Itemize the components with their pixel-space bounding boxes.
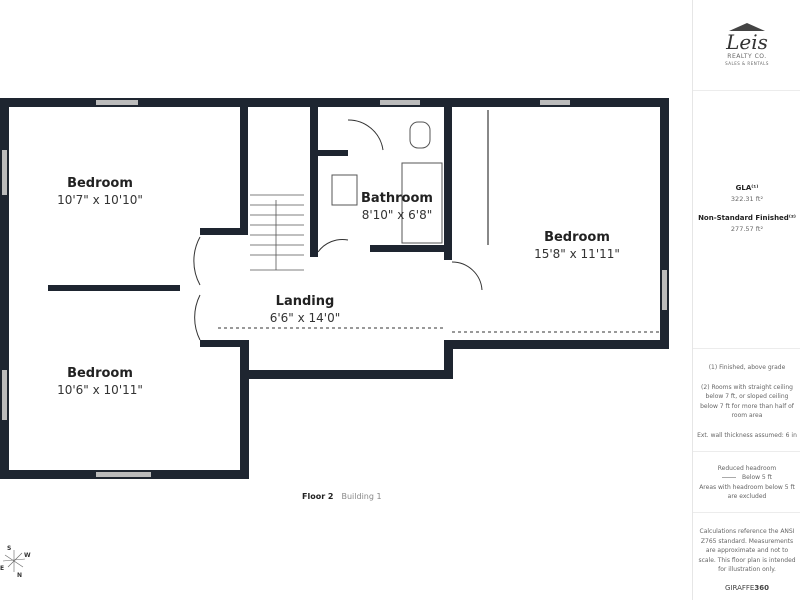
room-dims: 8'10" x 6'8"	[362, 208, 433, 222]
wall-left-block-right	[240, 340, 249, 479]
door-arc	[451, 261, 483, 291]
room-name: Bedroom	[67, 366, 133, 381]
note-3: Ext. wall thickness assumed: 6 in	[697, 431, 797, 439]
window	[662, 270, 667, 310]
door-arc	[347, 119, 384, 151]
wall-bedroom1-stair	[240, 107, 248, 235]
notes-section: (1) Finished, above grade (2) Rooms with…	[693, 349, 800, 452]
disclaimer: Calculations reference the ANSI Z765 sta…	[698, 527, 796, 574]
staircase	[250, 194, 304, 271]
window	[380, 100, 420, 105]
compass-rose-icon	[2, 550, 26, 572]
door-arc	[194, 294, 201, 341]
wall-stub2	[200, 340, 248, 347]
compass-n: N	[17, 572, 23, 579]
wall-stair-bath	[310, 107, 318, 257]
gla-value: 322.31 ft²	[730, 195, 764, 204]
room-name: Bedroom	[544, 230, 610, 245]
headroom-section: Reduced headroom Below 5 ft Areas with h…	[693, 452, 800, 513]
toilet	[409, 121, 431, 149]
brand: GIRAFFE360	[697, 583, 797, 594]
disclaimer-section: Calculations reference the ANSI Z765 sta…	[693, 513, 800, 604]
headroom-legend: Below 5 ft	[697, 473, 797, 483]
wall-step	[444, 340, 453, 379]
floor-caption: Floor 2 Building 1	[302, 492, 382, 501]
wall-right	[660, 98, 669, 349]
wall-top	[0, 98, 668, 107]
wall-left	[0, 98, 9, 478]
wall-corner	[444, 252, 452, 260]
floor-plan: Bedroom 10'7" x 10'10" Bathroom 8'10" x …	[0, 98, 669, 479]
floor-label: Floor 2	[302, 492, 334, 501]
logo-name: Leis	[726, 29, 768, 54]
area-section: GLA⁽¹⁾ 322.31 ft² Non-Standard Finished⁽…	[693, 91, 800, 349]
room-dims: 10'7" x 10'10"	[57, 193, 143, 207]
room-dims: 6'6" x 14'0"	[270, 311, 341, 325]
window	[540, 100, 570, 105]
window	[96, 472, 151, 477]
logo: Leis REALTY CO. SALES & RENTALS	[693, 0, 800, 91]
compass-w: W	[24, 552, 31, 559]
note-1: (1) Finished, above grade	[708, 364, 786, 371]
window	[2, 370, 7, 420]
wall-bath-bedroom	[444, 107, 452, 259]
headroom-note: Areas with headroom below 5 ft are exclu…	[699, 483, 795, 501]
compass-e: E	[0, 565, 5, 572]
room-name: Landing	[276, 294, 335, 309]
door-arc	[193, 236, 201, 286]
wall-closet	[318, 150, 348, 156]
wall-landing-bottom	[240, 370, 452, 379]
brand-b: 360	[754, 583, 769, 592]
wall-bath-bottom	[370, 245, 452, 252]
door-arc	[317, 239, 349, 253]
logo-line2: SALES & RENTALS	[725, 61, 769, 67]
info-panel: Leis REALTY CO. SALES & RENTALS GLA⁽¹⁾ 3…	[692, 0, 800, 600]
brand-a: GIRAFFE	[725, 583, 755, 592]
room-dims: 15'8" x 11'11"	[534, 247, 620, 261]
sink	[331, 174, 358, 206]
room-dims: 10'6" x 10'11"	[57, 383, 143, 397]
bathtub	[401, 162, 443, 244]
headroom-line	[218, 327, 660, 333]
headroom-title: Reduced headroom	[717, 464, 777, 472]
note-2: (2) Rooms with straight ceiling below 7 …	[700, 383, 794, 420]
compass-s: S	[7, 545, 12, 552]
compass: S W E N	[0, 545, 40, 595]
building-label: Building 1	[341, 492, 382, 501]
nsf-value: 277.57 ft²	[730, 224, 764, 233]
room-name: Bedroom	[67, 176, 133, 191]
logo-line1: REALTY CO.	[727, 52, 767, 60]
legend-line-icon	[721, 477, 736, 479]
nsf-label: Non-Standard Finished⁽²⁾	[698, 213, 796, 222]
wall-stub	[200, 228, 248, 235]
gla-label: GLA⁽¹⁾	[735, 184, 759, 192]
headroom-legend-text: Below 5 ft	[741, 474, 773, 482]
wall-bottom-right	[444, 340, 668, 349]
roof-icon	[729, 22, 765, 31]
wall-bedrooms-divider	[48, 285, 180, 291]
window	[2, 150, 7, 195]
room-name: Bathroom	[361, 191, 433, 206]
window	[96, 100, 138, 105]
